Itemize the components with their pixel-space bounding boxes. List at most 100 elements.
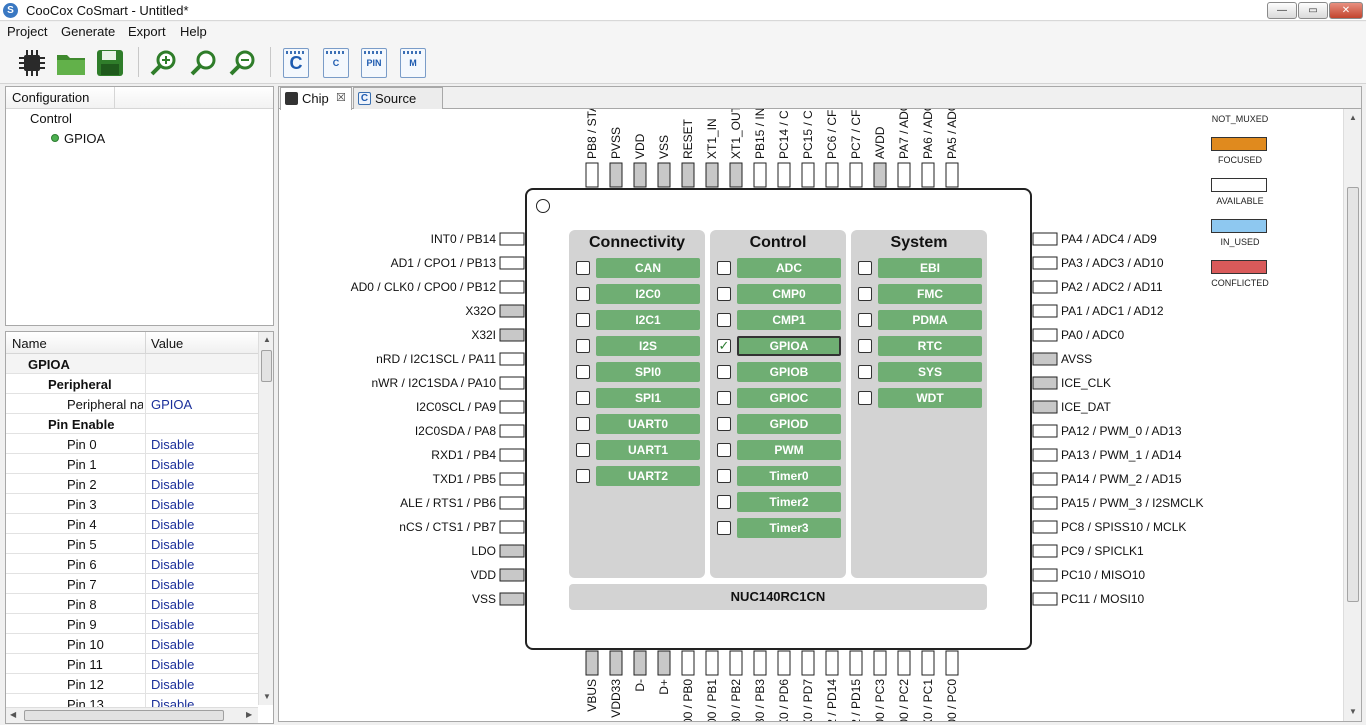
pin-25[interactable] — [777, 650, 791, 676]
pin-31[interactable] — [921, 650, 935, 676]
peripheral-checkbox[interactable] — [717, 443, 731, 457]
pin-39[interactable] — [1032, 448, 1058, 462]
peripheral-button[interactable]: PWM — [737, 440, 841, 460]
pin-33[interactable] — [1032, 592, 1058, 606]
close-window-button[interactable]: ✕ — [1329, 2, 1363, 19]
property-value[interactable]: Disable — [151, 517, 195, 532]
peripheral-button[interactable]: GPIOA — [737, 336, 841, 356]
peripheral-checkbox[interactable] — [717, 287, 731, 301]
tab-chip[interactable]: Chip ☒ — [280, 87, 352, 110]
pin-9[interactable] — [499, 424, 525, 438]
generate-c-icon[interactable]: C — [280, 47, 312, 79]
property-value[interactable]: Disable — [151, 537, 195, 552]
property-row[interactable]: Peripheral — [6, 374, 258, 394]
pin-42[interactable] — [1032, 376, 1058, 390]
column-header-name[interactable]: Name — [12, 336, 47, 351]
peripheral-checkbox[interactable] — [858, 339, 872, 353]
property-row[interactable]: Pin Enable — [6, 414, 258, 434]
peripheral-checkbox[interactable] — [717, 521, 731, 535]
peripheral-button[interactable]: GPIOC — [737, 388, 841, 408]
peripheral-button[interactable]: PDMA — [878, 310, 982, 330]
peripheral-button[interactable]: UART2 — [596, 466, 700, 486]
pin-23[interactable] — [729, 650, 743, 676]
pin-36[interactable] — [1032, 520, 1058, 534]
peripheral-checkbox[interactable] — [717, 417, 731, 431]
pin-19[interactable] — [633, 650, 647, 676]
property-value[interactable]: Disable — [151, 577, 195, 592]
pin-26[interactable] — [801, 650, 815, 676]
minimize-button[interactable]: — — [1267, 2, 1297, 19]
pin-54[interactable] — [825, 162, 839, 188]
pin-60[interactable] — [681, 162, 695, 188]
pin-45[interactable] — [1032, 304, 1058, 318]
peripheral-checkbox[interactable] — [717, 391, 731, 405]
property-value[interactable]: Disable — [151, 557, 195, 572]
pin-51[interactable] — [897, 162, 911, 188]
tab-source[interactable]: C Source — [353, 87, 443, 109]
zoom-out-icon[interactable] — [226, 47, 258, 79]
menu-help[interactable]: Help — [180, 24, 207, 39]
pin-16[interactable] — [499, 592, 525, 606]
pin-24[interactable] — [753, 650, 767, 676]
peripheral-button[interactable]: CMP0 — [737, 284, 841, 304]
pin-46[interactable] — [1032, 280, 1058, 294]
pin-8[interactable] — [499, 400, 525, 414]
pin-41[interactable] — [1032, 400, 1058, 414]
pin-2[interactable] — [499, 256, 525, 270]
pin-14[interactable] — [499, 544, 525, 558]
property-value[interactable]: Disable — [151, 497, 195, 512]
property-value[interactable]: Disable — [151, 457, 195, 472]
properties-horizontal-scrollbar[interactable]: ◀ ▶ — [6, 707, 258, 723]
peripheral-button[interactable]: SPI0 — [596, 362, 700, 382]
pin-17[interactable] — [585, 650, 599, 676]
menu-project[interactable]: Project — [7, 24, 48, 39]
close-tab-icon[interactable]: ☒ — [336, 92, 346, 104]
pin-59[interactable] — [705, 162, 719, 188]
peripheral-checkbox[interactable] — [576, 261, 590, 275]
peripheral-button[interactable]: I2C0 — [596, 284, 700, 304]
pin-1[interactable] — [499, 232, 525, 246]
pin-56[interactable] — [777, 162, 791, 188]
peripheral-checkbox[interactable] — [576, 287, 590, 301]
peripheral-checkbox[interactable] — [858, 313, 872, 327]
peripheral-checkbox[interactable] — [576, 313, 590, 327]
pin-40[interactable] — [1032, 424, 1058, 438]
maximize-button[interactable]: ▭ — [1298, 2, 1328, 19]
pin-22[interactable] — [705, 650, 719, 676]
peripheral-button[interactable]: EBI — [878, 258, 982, 278]
property-value[interactable]: GPIOA — [151, 397, 193, 412]
zoom-reset-icon[interactable] — [187, 47, 219, 79]
pin-5[interactable] — [499, 328, 525, 342]
peripheral-button[interactable]: FMC — [878, 284, 982, 304]
pin-47[interactable] — [1032, 256, 1058, 270]
peripheral-checkbox[interactable] — [576, 417, 590, 431]
property-value[interactable]: Disable — [151, 637, 195, 652]
pin-12[interactable] — [499, 496, 525, 510]
peripheral-button[interactable]: RTC — [878, 336, 982, 356]
chip-icon[interactable] — [16, 47, 48, 79]
pin-4[interactable] — [499, 304, 525, 318]
peripheral-button[interactable]: SYS — [878, 362, 982, 382]
peripheral-button[interactable]: CAN — [596, 258, 700, 278]
property-value[interactable]: Disable — [151, 677, 195, 692]
pin-3[interactable] — [499, 280, 525, 294]
peripheral-button[interactable]: ADC — [737, 258, 841, 278]
peripheral-button[interactable]: Timer2 — [737, 492, 841, 512]
peripheral-checkbox[interactable] — [576, 365, 590, 379]
peripheral-checkbox[interactable]: ✓ — [717, 338, 731, 353]
peripheral-button[interactable]: I2C1 — [596, 310, 700, 330]
peripheral-checkbox[interactable] — [576, 443, 590, 457]
pin-report-icon[interactable]: PIN — [358, 47, 390, 79]
pin-43[interactable] — [1032, 352, 1058, 366]
peripheral-checkbox[interactable] — [717, 261, 731, 275]
pin-6[interactable] — [499, 352, 525, 366]
